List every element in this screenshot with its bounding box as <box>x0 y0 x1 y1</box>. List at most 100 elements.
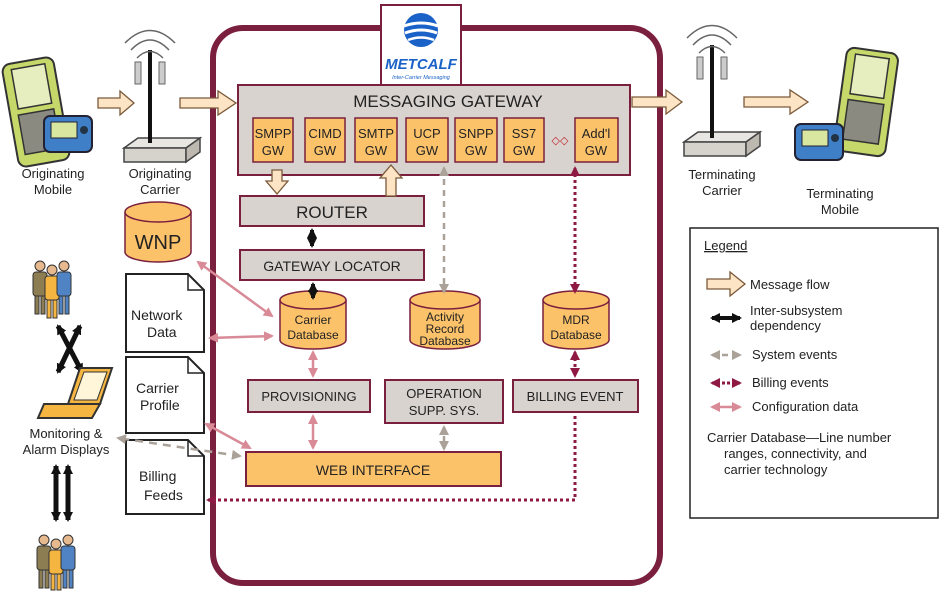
originating-mobile-label-1: Originating <box>22 166 85 181</box>
terminating-mobile-label-2: Mobile <box>821 202 859 217</box>
message-flow-arrows <box>97 88 810 197</box>
terminating-carrier-tower-icon <box>681 24 763 158</box>
configuration-arrow <box>196 260 274 318</box>
legend-configuration-label: Configuration data <box>752 399 859 414</box>
legend-system-events-label: System events <box>752 347 838 362</box>
monitoring-label-1: Monitoring & <box>30 426 103 441</box>
wnp-database: WNP <box>124 201 192 263</box>
billing-feeds-document: Billing Feeds <box>125 439 205 515</box>
module-label: GW <box>585 143 608 158</box>
operators-group-icon <box>36 534 76 591</box>
module-label: SS7 <box>512 126 537 141</box>
network-data-document: Network Data <box>125 273 205 353</box>
legend-title: Legend <box>704 238 747 253</box>
logo-tagline: Inter-Carrier Messaging <box>392 75 451 81</box>
messaging-gateway: MESSAGING GATEWAY SMPP GW CIMD GW SMTP G… <box>237 84 631 176</box>
module-label: GW <box>262 143 285 158</box>
module-label: GW <box>314 143 337 158</box>
gateway-title: MESSAGING GATEWAY <box>353 92 543 111</box>
router-label: ROUTER <box>296 203 368 222</box>
message-flow-arrow <box>264 169 290 196</box>
billing-feeds-label-2: Feeds <box>144 487 183 503</box>
operator-link-arrow <box>55 324 83 374</box>
activity-db-label-2: Record <box>426 322 465 336</box>
module-label: UCP <box>413 126 440 141</box>
provisioning-label: PROVISIONING <box>261 389 356 404</box>
module-label: SMPP <box>255 126 292 141</box>
gateway-ellipsis: ◇◇ <box>552 135 569 147</box>
billing-feeds-label-1: Billing <box>139 468 176 484</box>
legend-note-line-2: ranges, connectivity, and <box>724 446 867 461</box>
web-interface-box: WEB INTERFACE <box>245 451 502 487</box>
router-box: ROUTER <box>239 195 425 227</box>
module-label: SMTP <box>358 126 394 141</box>
activity-db-label-3: Database <box>419 334 471 348</box>
carrier-profile-document: Carrier Profile <box>125 356 205 434</box>
operation-support-box: OPERATION SUPP. SYS. <box>384 379 504 424</box>
gateway-module-smtp: SMTP GW <box>354 117 398 163</box>
gateway-locator-label: GATEWAY LOCATOR <box>263 258 400 274</box>
message-flow-arrow <box>743 88 810 116</box>
module-label: GW <box>365 143 388 158</box>
monitoring-label-2: Alarm Displays <box>23 442 110 457</box>
gateway-module-cimd: CIMD GW <box>304 117 346 163</box>
originating-carrier-label-1: Originating <box>129 166 192 181</box>
carrier-profile-label-2: Profile <box>140 397 180 413</box>
billing-event-label: BILLING EVENT <box>527 389 624 404</box>
message-flow-arrow <box>378 163 404 197</box>
provisioning-box: PROVISIONING <box>247 379 371 413</box>
module-label: Add'l <box>582 126 611 141</box>
message-flow-arrow <box>631 88 684 116</box>
legend-dependency-label-2: dependency <box>750 318 821 333</box>
oss-label-2: SUPP. SYS. <box>409 403 480 418</box>
gateway-module-snpp: SNPP GW <box>454 117 498 163</box>
billing-events-arrow <box>206 416 577 505</box>
laptop-icon <box>36 367 114 419</box>
message-flow-arrow <box>97 89 135 117</box>
network-data-label-1: Network <box>131 307 183 323</box>
legend-dependency-label-1: Inter-subsystem <box>750 303 842 318</box>
logo-brand: METCALF <box>385 56 457 73</box>
operators-group-icon <box>32 260 72 319</box>
mdr-database: MDR Database <box>542 290 610 350</box>
globe-icon <box>403 13 439 47</box>
module-label: GW <box>465 143 488 158</box>
module-label: GW <box>416 143 439 158</box>
activity-record-database: Activity Record Database <box>409 290 481 350</box>
module-label: CIMD <box>308 126 341 141</box>
billing-event-box: BILLING EVENT <box>512 379 639 413</box>
gateway-module-addl: Add'l GW <box>574 117 619 163</box>
web-interface-label: WEB INTERFACE <box>316 462 430 478</box>
terminating-carrier-label-1: Terminating <box>688 167 755 182</box>
legend-note-line-1: Carrier Database—Line number <box>707 430 892 445</box>
oss-label-1: OPERATION <box>406 386 482 401</box>
legend-message-flow-label: Message flow <box>750 277 830 292</box>
terminating-mobile-icon <box>794 46 899 161</box>
network-data-label-2: Data <box>147 324 177 340</box>
mdr-db-label-2: Database <box>550 328 602 342</box>
configuration-arrow <box>204 422 252 450</box>
legend-note-line-3: carrier technology <box>724 462 828 477</box>
gateway-module-smpp: SMPP GW <box>252 117 294 163</box>
activity-db-label-1: Activity <box>426 310 464 324</box>
carrier-db-label-2: Database <box>287 328 339 342</box>
legend: Legend Message flow Inter-subsystem depe… <box>689 227 939 519</box>
originating-carrier-tower-icon <box>121 29 203 164</box>
gateway-locator-box: GATEWAY LOCATOR <box>239 249 425 281</box>
mdr-db-label-1: MDR <box>562 313 590 327</box>
metcalf-logo: METCALF Inter-Carrier Messaging <box>380 4 462 86</box>
carrier-profile-label-1: Carrier <box>136 380 179 396</box>
legend-message-flow-swatch <box>706 270 747 298</box>
gateway-module-ss7: SS7 GW <box>503 117 545 163</box>
wnp-label: WNP <box>135 232 182 254</box>
terminating-mobile-label-1: Terminating <box>806 186 873 201</box>
originating-carrier-label-2: Carrier <box>140 182 180 197</box>
originating-mobile-label-2: Mobile <box>34 182 72 197</box>
legend-billing-events-label: Billing events <box>752 375 829 390</box>
gateway-module-ucp: UCP GW <box>405 117 449 163</box>
configuration-arrow <box>208 331 274 343</box>
message-flow-arrow <box>179 89 238 117</box>
module-label: SNPP <box>458 126 493 141</box>
